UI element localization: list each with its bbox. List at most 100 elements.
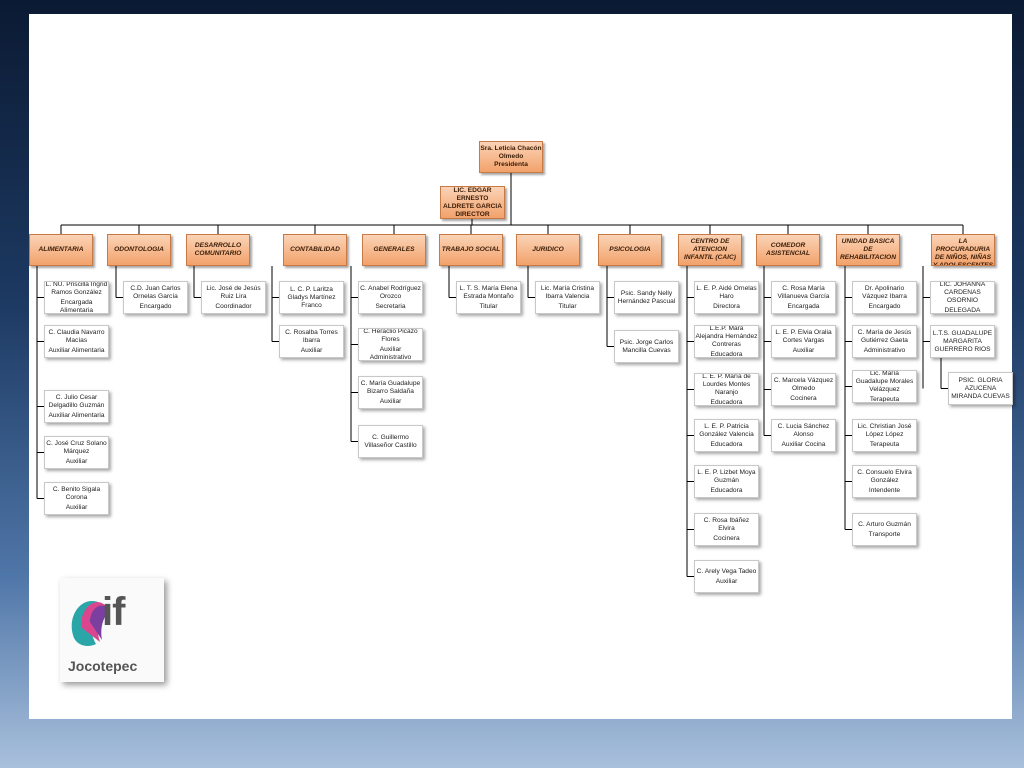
staff-name: L. C. P. Laritza Gladys Martínez Franco: [287, 285, 336, 309]
staff-name: Lic. José de Jesús Ruiz Lira: [206, 284, 261, 300]
staff-role: Educadora: [710, 398, 743, 406]
staff-name: L.T.S. GUADALUPE MARGARITA GUERRERO RIOS: [932, 329, 993, 353]
president-box: Sra. Leticia Chacón Olmedo Presidenta: [479, 141, 543, 173]
staff-name: Lic. María Guadalupe Morales Velázquez: [855, 370, 914, 393]
staff-name: C. José Cruz Solano Márquez: [46, 439, 107, 455]
department-box: UNIDAD BASICA DE REHABILITACION: [836, 234, 900, 266]
staff-name: L. E. P. Lizbet Moya Guzmán: [697, 468, 756, 484]
department-box: TRABAJO SOCIAL: [439, 234, 503, 266]
staff-name: Psic. Sandy Nelly Hernández Pascual: [617, 289, 676, 305]
department-name: ODONTOLOGIA: [114, 246, 164, 253]
department-box: GENERALES: [362, 234, 426, 266]
staff-role: Auxiliar Cocina: [781, 440, 826, 448]
department-box: ALIMENTARIA: [29, 234, 93, 266]
staff-name: C. Benito Sigala Corona: [52, 485, 101, 501]
staff-role: Educadora: [710, 486, 743, 494]
staff-role: Coordinador: [215, 302, 252, 310]
staff-role: Auxiliar: [65, 457, 88, 465]
department-name: TRABAJO SOCIAL: [441, 246, 501, 253]
staff-role: Auxiliar: [792, 346, 815, 354]
staff-card: Psic. Jorge Carlos Mancilla Cuevas: [614, 330, 679, 363]
director-name: LIC. EDGAR ERNESTO ALDRETE GARCIA: [443, 186, 502, 210]
staff-name: C. Rosa María Villanueva García: [777, 284, 830, 300]
staff-name: L. NU. Priscilla Ingrid Ramos González: [45, 281, 108, 296]
staff-name: L.E.P. Mara Alejandra Hernández Contrera…: [695, 325, 758, 348]
staff-role: Administrativo: [863, 346, 906, 354]
staff-role: Encargado: [868, 302, 901, 310]
staff-role: Encargada Alimentaria: [60, 298, 93, 314]
department-box: ODONTOLOGIA: [107, 234, 171, 266]
staff-card: L.T.S. GUADALUPE MARGARITA GUERRERO RIOS: [930, 325, 995, 358]
president-name: Sra. Leticia Chacón Olmedo: [480, 145, 542, 160]
department-name: GENERALES: [373, 246, 415, 253]
department-name: DESARROLLO COMUNITARIO: [194, 242, 242, 257]
staff-name: Lic. María Cristina Ibarra Valencia: [540, 284, 595, 300]
department-name: CONTABILIDAD: [290, 246, 340, 253]
department-box: CENTRO DE ATENCION INFANTIL (CAIC): [678, 234, 742, 266]
department-name: PSICOLOGIA: [609, 246, 651, 253]
staff-name: C. Marcela Vázquez Olmedo: [773, 376, 834, 392]
staff-name: L. T. S. María Elena Estrada Montaño: [459, 284, 518, 300]
department-box: JURIDICO: [516, 234, 580, 266]
staff-name: L. E. P. María de Lourdes Montes Naranjo: [702, 373, 751, 396]
staff-card: L. E. P. María de Lourdes Montes Naranjo…: [694, 373, 759, 406]
department-box: DELEGACION DE LA PROCURADURIA DE NIÑOS, …: [931, 234, 995, 266]
staff-role: Terapeuta: [869, 395, 900, 403]
director-box: LIC. EDGAR ERNESTO ALDRETE GARCIA DIRECT…: [440, 186, 505, 219]
logo-city: Jocotepec: [68, 658, 138, 674]
department-name: ALIMENTARIA: [38, 246, 84, 253]
staff-name: C. Anabel Rodríguez Orozco: [360, 284, 421, 300]
staff-role: Cocinera: [790, 394, 817, 402]
department-name: UNIDAD BASICA DE REHABILITACION: [840, 238, 896, 261]
staff-name: C. Claudia Navarro Macías: [48, 328, 105, 344]
staff-name: C. Rosa Ibáñez Elvira: [703, 516, 750, 532]
staff-name: C. María de Jesús Gutiérrez Gaeta: [857, 328, 912, 344]
staff-name: C. Arturo Guzmán: [858, 520, 911, 528]
staff-role: Directora: [713, 302, 740, 310]
staff-name: C. Rosalba Torres Ibarra: [285, 328, 338, 344]
staff-name: C. Guillermo Villaseñor Castillo: [364, 433, 417, 449]
staff-role: Terapeuta: [869, 440, 900, 448]
staff-name: C. Lucia Sánchez Alonso: [777, 422, 830, 438]
staff-role: Auxiliar Alimentaria: [48, 411, 105, 419]
staff-role: Intendente: [868, 486, 901, 494]
staff-name: C. María Guadalupe Bizarro Saldaña: [360, 379, 421, 395]
staff-role: Titular: [479, 302, 498, 310]
staff-name: LIC. JOHANNA CARDENAS OSORNIO: [939, 281, 986, 304]
department-name: COMEDOR ASISTENCIAL: [766, 242, 810, 257]
staff-name: C. Heraclio Picazo Flores: [363, 328, 418, 343]
director-role: DIRECTOR: [455, 210, 490, 218]
staff-name: C. Arely Vega Tadeo: [696, 567, 757, 575]
staff-role: Educadora: [710, 350, 743, 358]
staff-card: PSIC. GLORIA AZUCENA MIRANDA CUEVAS: [948, 372, 1013, 405]
staff-role: Educadora: [710, 440, 743, 448]
logo-brand: if: [102, 590, 125, 634]
staff-name: L. E. P. Aidé Ornelas Haro: [696, 284, 757, 300]
staff-name: Dr. Apolinario Vázquez Ibarra: [862, 284, 907, 300]
department-box: PSICOLOGIA: [598, 234, 662, 266]
staff-role: Encargada: [787, 302, 820, 310]
department-box: CONTABILIDAD: [283, 234, 347, 266]
staff-role: Transporte: [868, 530, 901, 538]
